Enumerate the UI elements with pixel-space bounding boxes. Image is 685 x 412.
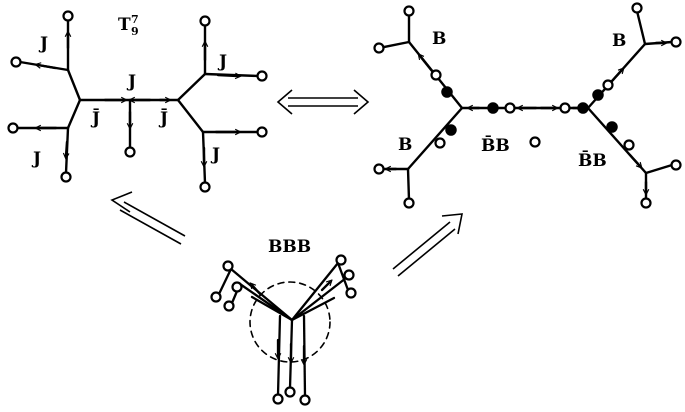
label-b: B	[612, 31, 626, 51]
tree-t97	[15, 18, 260, 185]
label-bbar-b: B̄B	[481, 135, 510, 156]
label-t-symbol: T	[118, 15, 131, 35]
arrow-to-left-tree	[110, 191, 186, 245]
tree-bbbar	[377, 9, 674, 202]
label-j: J	[126, 72, 136, 92]
tree-bbbar-labels: B B B B̄B B̄B	[398, 29, 626, 171]
label-j-bar: J̄	[158, 108, 168, 129]
label-t-superscript: 7	[131, 13, 139, 26]
tree-bbbar-filled-nodes	[441, 86, 618, 136]
bbb-cluster-endpoints	[210, 254, 357, 406]
tree-t97-endpoints	[7, 10, 268, 193]
arrow-to-right-tree	[392, 213, 463, 277]
label-j: J	[38, 34, 48, 54]
label-bbb: BBB	[268, 237, 311, 257]
label-bbar-b: B̄B	[578, 150, 607, 171]
tree-bbbar-open-nodes	[373, 2, 682, 209]
bbb-dashed-circle	[249, 281, 331, 363]
label-b: B	[398, 135, 412, 155]
tree-t97-labels: T 7 9 J J J J J J̄ J̄	[31, 13, 227, 169]
label-b: B	[432, 29, 446, 49]
label-t-subscript: 9	[131, 25, 139, 38]
equivalence-double-arrow	[276, 89, 370, 115]
label-j: J	[31, 149, 41, 169]
label-j: J	[217, 52, 227, 72]
label-j: J	[210, 145, 220, 165]
label-j-bar: J̄	[90, 108, 100, 129]
